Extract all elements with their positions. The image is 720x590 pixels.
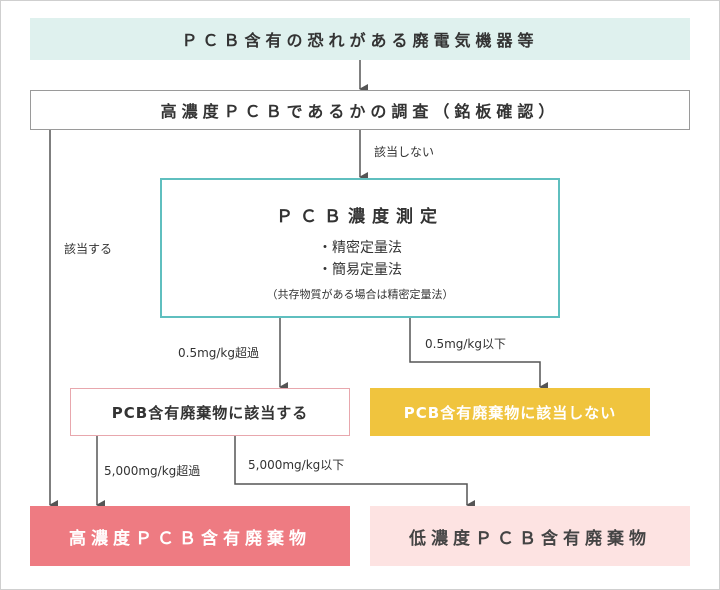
label-under-5000: 5,000mg/kg以下	[248, 458, 345, 472]
pcb-waste-applicable-text: PCB含有廃棄物に該当する	[111, 403, 309, 422]
measurement-method-simple: ・簡易定量法	[318, 262, 402, 278]
pcb-waste-not-applicable-box: PCB含有廃棄物に該当しない	[370, 388, 650, 436]
low-concentration-waste-text: 低濃度ＰＣＢ含有廃棄物	[409, 528, 651, 549]
high-concentration-waste-text: 高濃度ＰＣＢ含有廃棄物	[69, 528, 311, 549]
high-concentration-waste-box: 高濃度ＰＣＢ含有廃棄物	[30, 506, 350, 566]
source-equipment-text: ＰＣＢ含有の恐れがある廃電気機器等	[181, 31, 539, 50]
pcb-measurement-box: ＰＣＢ濃度測定 ・精密定量法 ・簡易定量法 （共存物質がある場合は精密定量法）	[160, 178, 560, 318]
source-equipment-box: ＰＣＢ含有の恐れがある廃電気機器等	[30, 18, 690, 60]
label-under-0-5: 0.5mg/kg以下	[425, 337, 507, 351]
label-not-applicable: 該当しない	[374, 145, 435, 159]
pcb-waste-applicable-box: PCB含有廃棄物に該当する	[70, 388, 350, 436]
measurement-title: ＰＣＢ濃度測定	[276, 207, 444, 227]
arrow-hit-to-low	[234, 436, 475, 510]
label-applicable: 該当する	[64, 242, 113, 256]
nameplate-survey-box: 高濃度ＰＣＢであるかの調査（銘板確認）	[30, 90, 690, 130]
label-over-5000: 5,000mg/kg超過	[104, 464, 201, 478]
low-concentration-waste-box: 低濃度ＰＣＢ含有廃棄物	[370, 506, 690, 566]
measurement-method-precise: ・精密定量法	[318, 240, 402, 256]
label-over-0-5: 0.5mg/kg超過	[178, 346, 260, 360]
arrow-measure-to-nohit	[409, 318, 548, 392]
nameplate-survey-text: 高濃度ＰＣＢであるかの調査（銘板確認）	[160, 102, 560, 121]
measurement-note: （共存物質がある場合は精密定量法）	[266, 288, 454, 301]
pcb-waste-not-applicable-text: PCB含有廃棄物に該当しない	[403, 403, 617, 422]
